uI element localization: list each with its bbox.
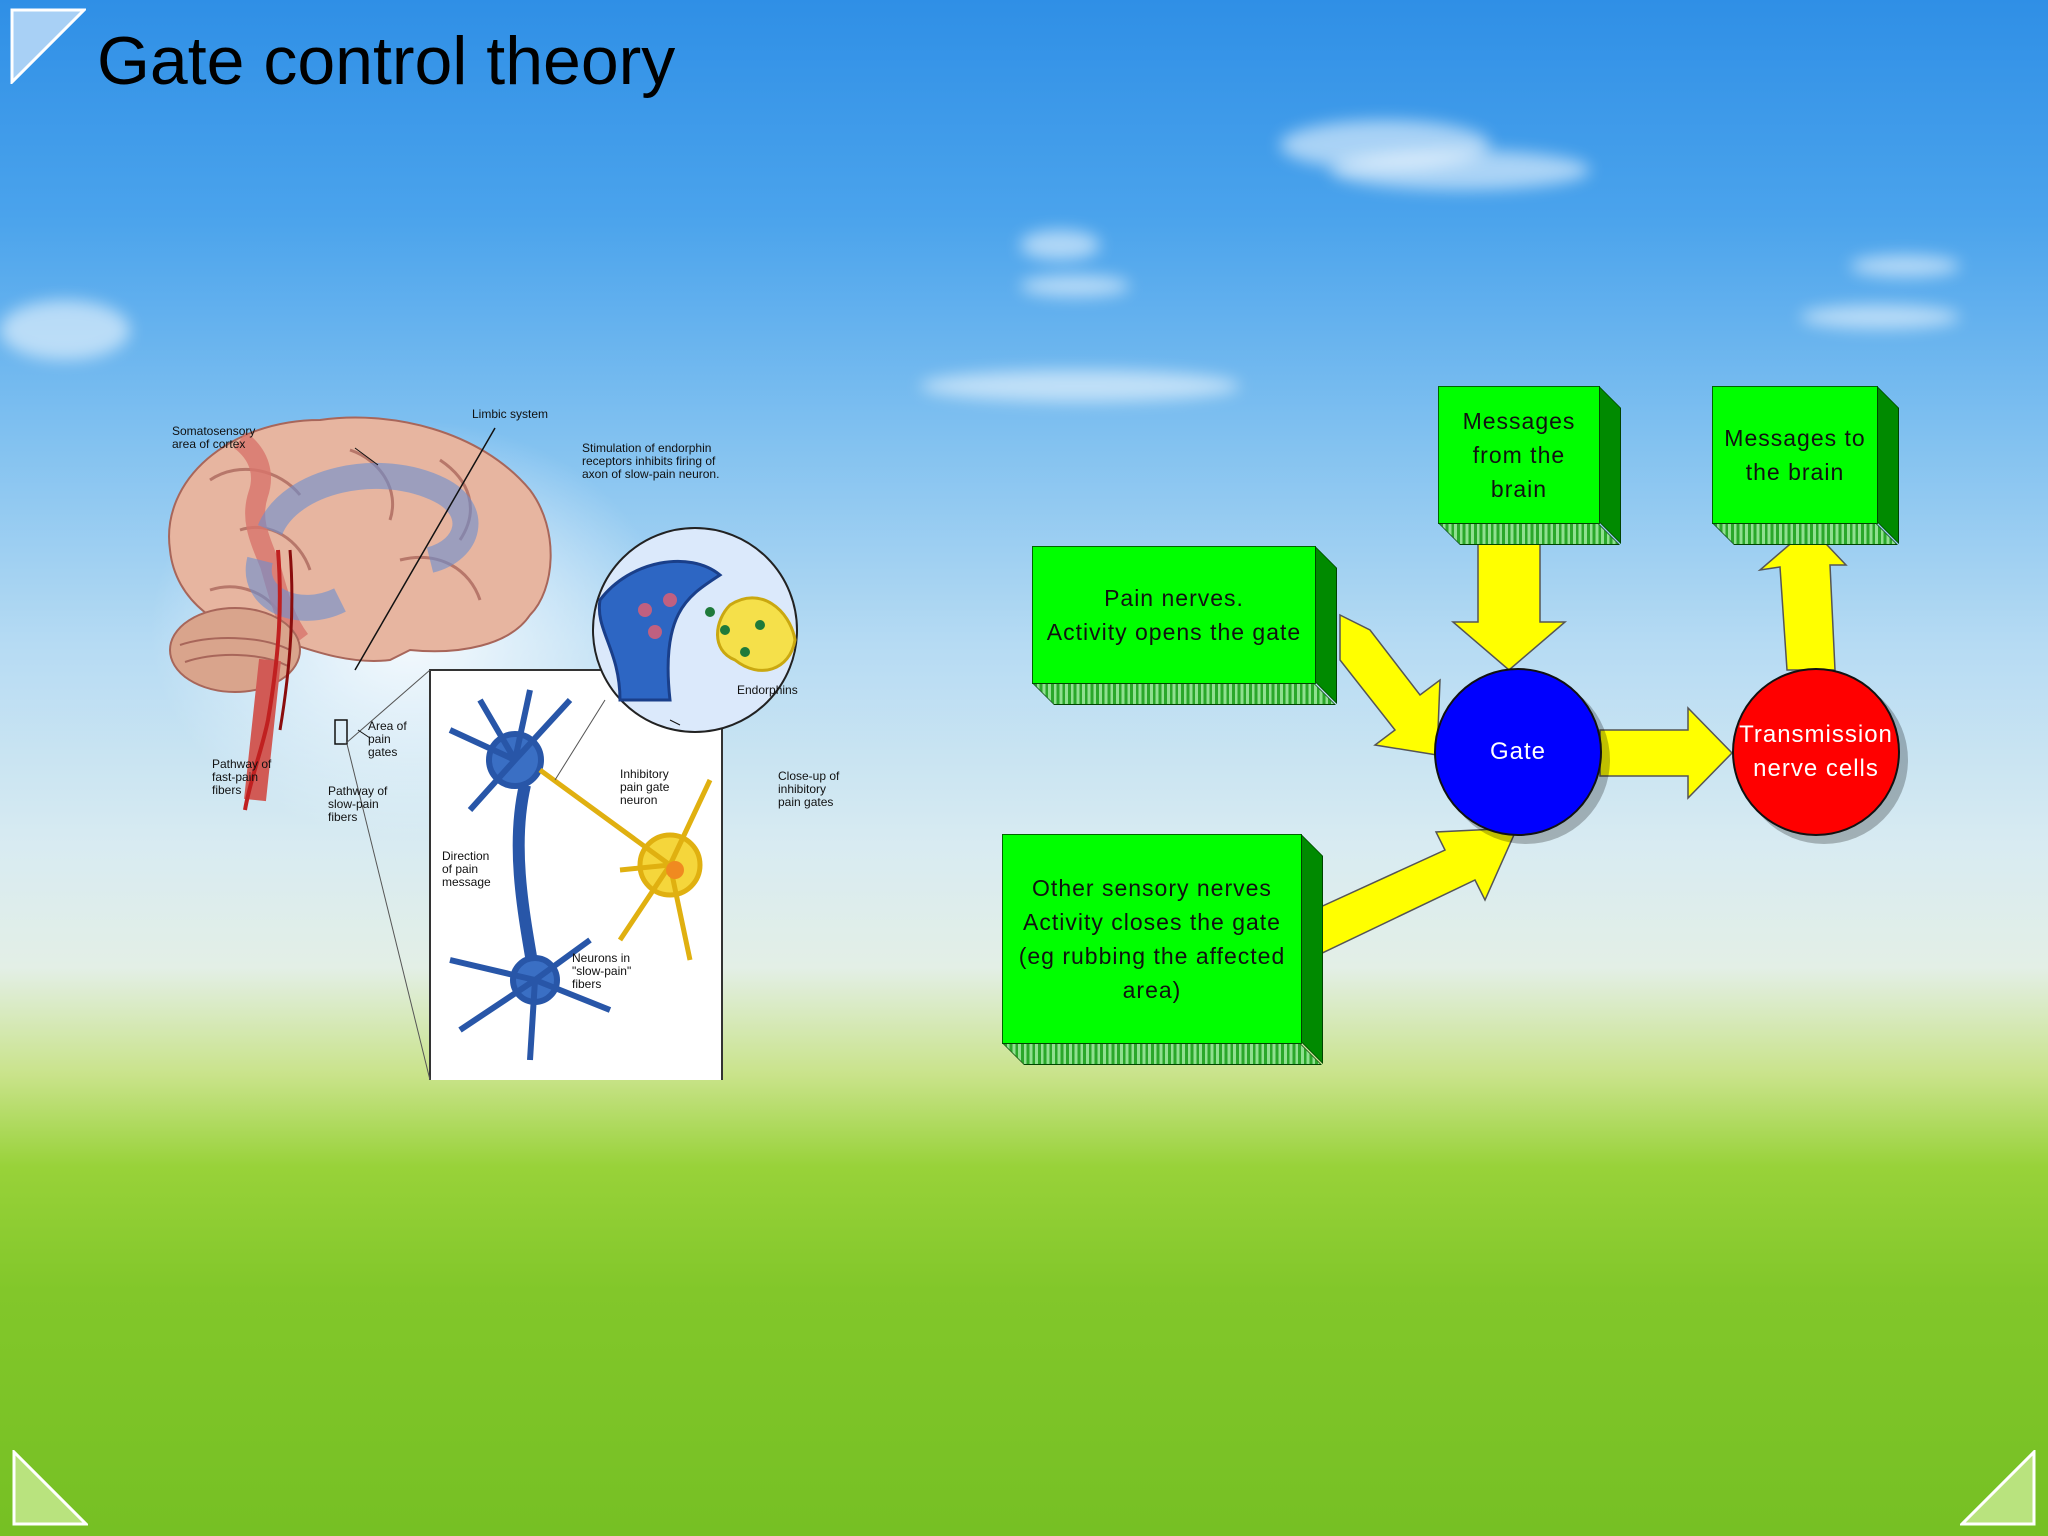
brain-icon xyxy=(168,416,552,811)
cloud xyxy=(1800,305,1960,329)
label-closeup: Close-up of inhibitory pain gates xyxy=(778,769,840,809)
label-neurons-slow-pain: Neurons in "slow-pain" fibers xyxy=(572,951,632,991)
corner-triangle-bottom-right xyxy=(1960,1450,2036,1526)
label-stimulation: Stimulation of endorphin receptors inhib… xyxy=(582,441,720,481)
corner-triangle-top-left xyxy=(10,8,86,84)
synapse-closeup-icon xyxy=(592,527,798,733)
cloud xyxy=(1330,150,1590,190)
box-pain-nerves: Pain nerves. Activity opens the gate xyxy=(1032,546,1337,705)
label-inhibitory-neuron: Inhibitory pain gate neuron xyxy=(620,767,670,807)
cloud xyxy=(0,300,130,360)
label-slow-pain: Pathway of slow-pain fibers xyxy=(328,784,388,824)
pain-nerves-text: Pain nerves. Activity opens the gate xyxy=(1046,585,1302,645)
arrow-pain-to-gate xyxy=(1339,613,1441,756)
brain-neuron-illustration xyxy=(150,416,798,1086)
slide-title: Gate control theory xyxy=(97,23,676,99)
label-somatosensory: Somatosensory area of cortex xyxy=(172,424,256,451)
label-area-of-pain-gates: Area of pain gates xyxy=(368,719,407,759)
box-messages-to-brain: Messages to the brain xyxy=(1712,386,1899,545)
cloud xyxy=(920,370,1240,402)
arrow-gate-to-transmission xyxy=(1599,706,1734,800)
arrow-brain-to-gate xyxy=(1450,524,1568,671)
label-fast-pain: Pathway of fast-pain fibers xyxy=(212,757,272,797)
gate-circle: Gate xyxy=(1434,668,1602,836)
arrow-transmission-to-brain xyxy=(1757,525,1848,671)
label-endorphins: Endorphins xyxy=(737,683,798,697)
box-other-sensory-nerves: Other sensory nerves Activity closes the… xyxy=(1002,834,1323,1065)
label-limbic-system: Limbic system xyxy=(472,407,549,421)
messages-to-brain-text: Messages to the brain xyxy=(1724,425,1866,485)
arrow-sensory-to-gate xyxy=(1290,827,1519,956)
label-direction: Direction of pain message xyxy=(442,849,491,889)
cloud xyxy=(1020,275,1130,297)
corner-triangle-bottom-left xyxy=(12,1450,88,1526)
neuron-inset-icon xyxy=(344,669,723,1086)
brain-pain-pathway-illustration: Somatosensory area of cortex Limbic syst… xyxy=(150,400,850,1086)
transmission-nerve-cells-circle: Transmission nerve cells xyxy=(1732,668,1900,836)
cloud xyxy=(1850,255,1960,277)
box-messages-from-brain: Messages from the brain xyxy=(1438,386,1621,545)
cloud xyxy=(1020,230,1100,260)
messages-from-brain-text: Messages from the brain xyxy=(1462,408,1576,502)
other-sensory-text: Other sensory nerves Activity closes the… xyxy=(1018,875,1286,1003)
